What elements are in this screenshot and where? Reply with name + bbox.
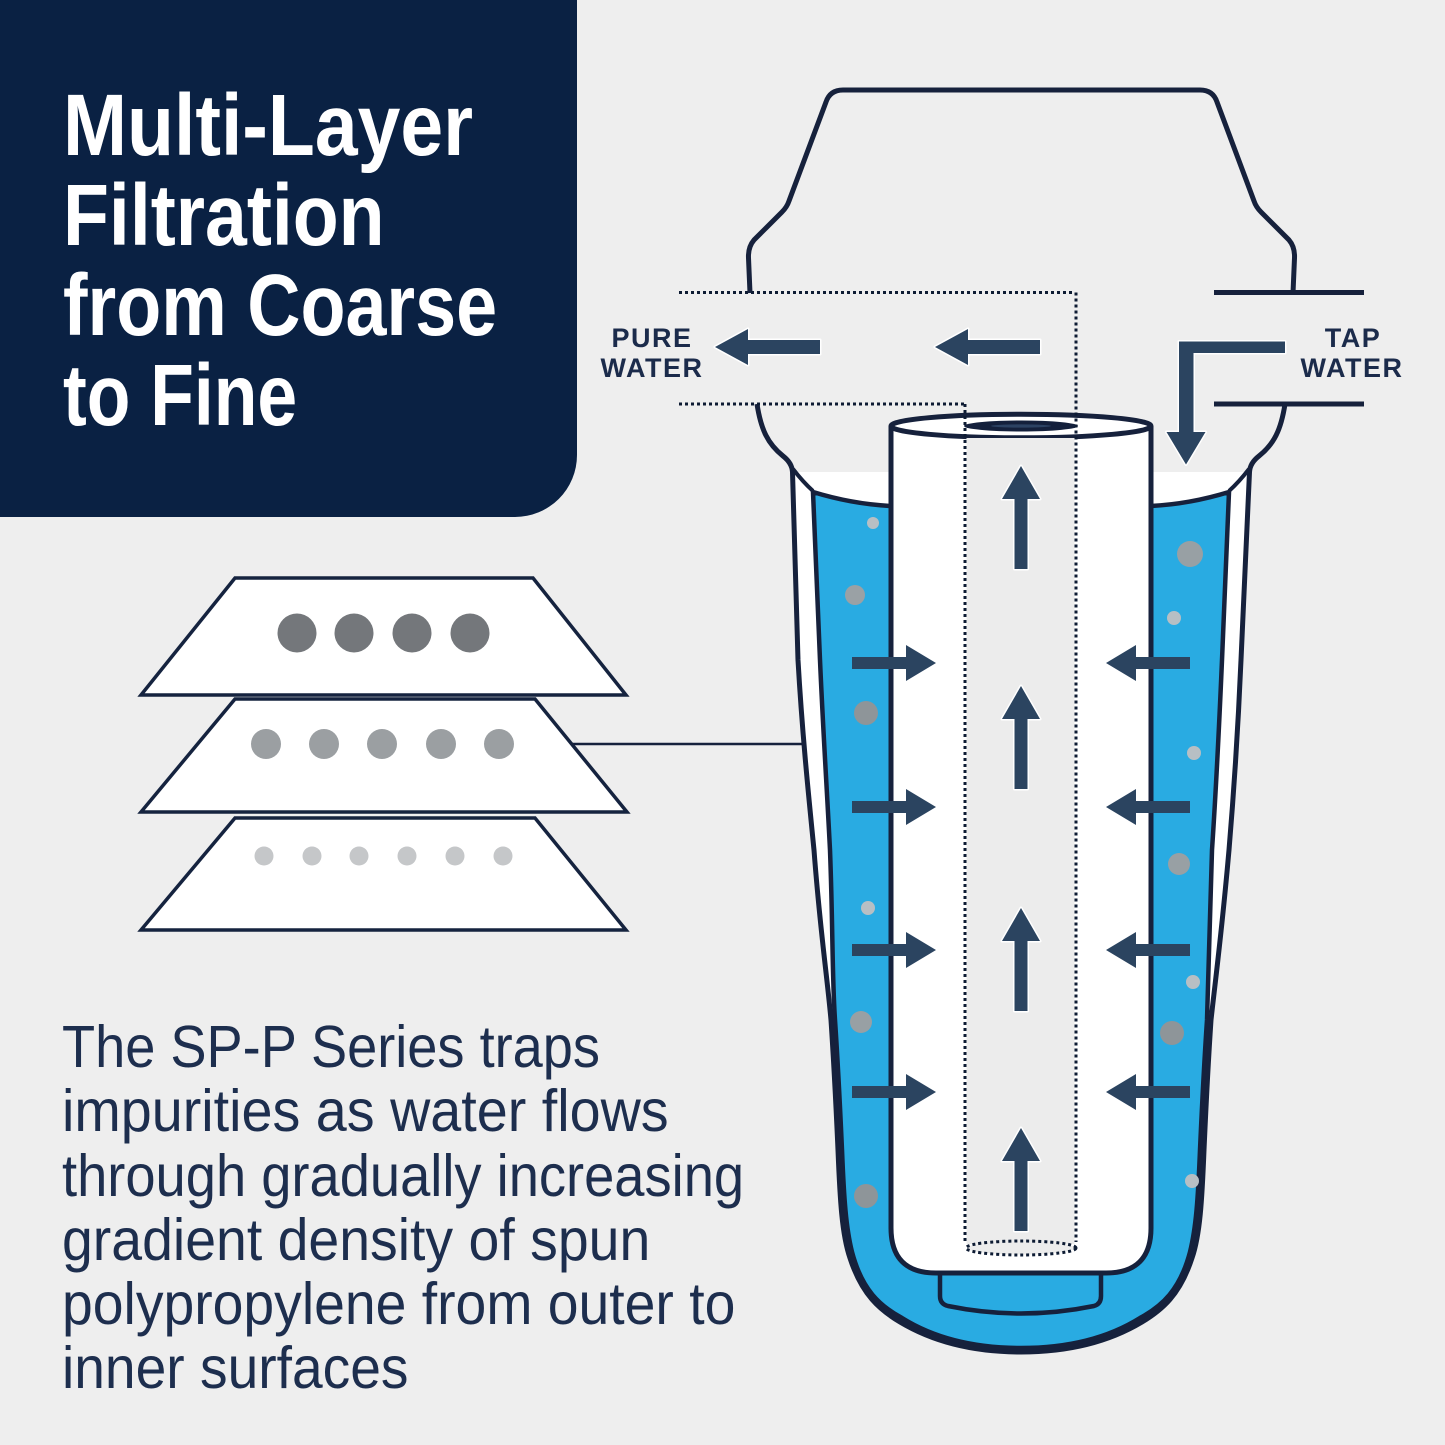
svg-text:TAP: TAP (1325, 323, 1382, 353)
svg-text:WATER: WATER (1301, 353, 1404, 383)
svg-text:PURE: PURE (611, 323, 692, 353)
svg-text:WATER: WATER (601, 353, 704, 383)
